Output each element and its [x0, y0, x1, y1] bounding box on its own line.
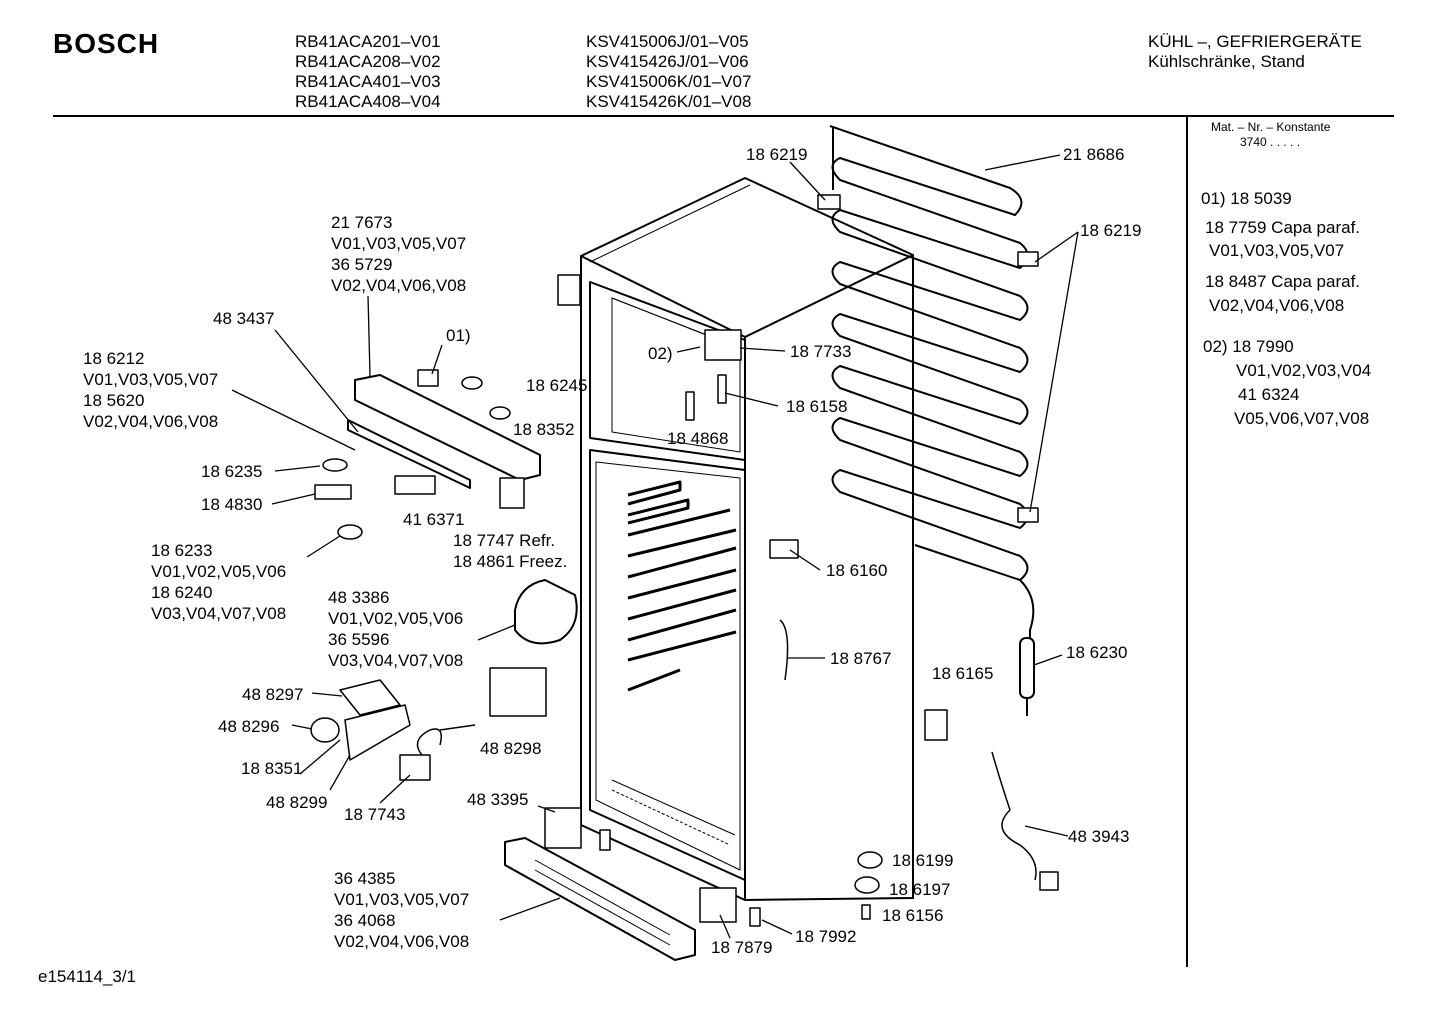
part-label: 18 7743	[344, 805, 406, 824]
note: V05,V06,V07,V08	[1234, 409, 1370, 428]
part-label: 18 7992	[795, 927, 857, 946]
part-label: 18 7747 Refr.	[453, 531, 556, 550]
note: V01,V02,V03,V04	[1236, 361, 1372, 380]
part-label: 18 6230	[1066, 643, 1128, 662]
part-label: 18 8767	[830, 649, 892, 668]
part-label: 48 3395	[467, 790, 529, 809]
part-label: 21 8686	[1063, 145, 1125, 164]
part-label: V02,V04,V06,V08	[83, 412, 219, 431]
bottom-plinth	[504, 837, 696, 961]
part-label: V01,V03,V05,V07	[334, 890, 470, 909]
note: 02) 18 7990	[1203, 337, 1294, 356]
part-label: 18 6165	[932, 664, 994, 683]
part-label: 48 8299	[266, 793, 328, 812]
part-label: 18 8352	[513, 420, 575, 439]
note: V02,V04,V06,V08	[1209, 296, 1345, 315]
subcategory: Kühlschränke, Stand	[1148, 52, 1305, 71]
control-panel-bar	[347, 374, 541, 489]
part-label: 18 5620	[83, 391, 145, 410]
part-label: 18 7879	[711, 938, 773, 957]
part-label: 36 4385	[334, 869, 396, 888]
note: 01) 18 5039	[1201, 189, 1292, 208]
part-label: 36 4068	[334, 911, 396, 930]
small-parts	[310, 369, 883, 927]
category: KÜHL –, GEFRIERGERÄTE	[1148, 32, 1362, 51]
part-label: 48 3943	[1068, 827, 1130, 846]
model-list-1: RB41ACA201–V01 RB41ACA208–V02 RB41ACA401…	[295, 32, 441, 112]
part-label: V02,V04,V06,V08	[334, 932, 470, 951]
part-label: 18 7733	[790, 342, 852, 361]
part-label: V02,V04,V06,V08	[331, 276, 467, 295]
part-label: 18 6245	[526, 376, 588, 395]
category-title: KÜHL –, GEFRIERGERÄTE Kühlschränke, Stan…	[1148, 32, 1362, 72]
part-label: 18 4868	[667, 429, 729, 448]
part-label: 36 5596	[328, 630, 390, 649]
part-label: 18 6219	[1080, 221, 1142, 240]
part-label: 01)	[446, 326, 471, 345]
model-code: KSV415006J/01–V05	[586, 32, 749, 51]
part-label: 18 8351	[241, 759, 303, 778]
part-label: V01,V02,V05,V06	[151, 562, 287, 581]
part-label: 18 6158	[786, 397, 848, 416]
model-code: RB41ACA401–V03	[295, 72, 441, 91]
sidebar-divider	[1186, 117, 1188, 967]
mat-value: 3740 . . . . .	[1240, 135, 1301, 149]
hinges	[544, 194, 1039, 923]
drawing-code: e154114_3/1	[38, 967, 137, 986]
note: V01,V03,V05,V07	[1209, 241, 1345, 260]
part-label: 41 6371	[403, 510, 465, 529]
part-label: 21 7673	[331, 213, 393, 232]
header-rule	[53, 115, 1394, 117]
part-label: V01,V03,V05,V07	[83, 370, 219, 389]
note: 18 7759 Capa paraf.	[1205, 218, 1361, 237]
part-label: V03,V04,V07,V08	[151, 604, 287, 623]
model-code: KSV415426J/01–V06	[586, 52, 749, 71]
part-label: V03,V04,V07,V08	[328, 651, 464, 670]
fan-housing	[514, 579, 578, 645]
model-code: RB41ACA208–V02	[295, 52, 441, 71]
part-label: 18 6212	[83, 349, 145, 368]
model-code: RB41ACA201–V01	[295, 32, 441, 51]
power-cord	[991, 751, 1059, 891]
leader-lines	[231, 154, 1079, 939]
part-label: 18 4830	[201, 495, 263, 514]
part-label: 18 6160	[826, 561, 888, 580]
part-label: 48 8297	[242, 685, 304, 704]
part-label: 48 3437	[213, 309, 275, 328]
part-label: 48 3386	[328, 588, 390, 607]
model-code: KSV415006K/01–V07	[586, 72, 752, 91]
part-label: 18 6235	[201, 462, 263, 481]
part-label: V01,V02,V05,V06	[328, 609, 464, 628]
part-label: V01,V03,V05,V07	[331, 234, 467, 253]
part-label: 18 6199	[892, 851, 954, 870]
mat-title: Mat. – Nr. – Konstante	[1211, 120, 1331, 134]
part-label: 02)	[648, 344, 673, 363]
part-label: 48 8296	[218, 717, 280, 736]
fridge-cabinet	[580, 177, 914, 901]
part-label: 36 5729	[331, 255, 393, 274]
shelf-rails	[627, 480, 737, 692]
model-code: KSV415426K/01–V08	[586, 92, 752, 111]
part-label: 18 6156	[882, 906, 944, 925]
model-code: RB41ACA408–V04	[295, 92, 441, 111]
part-label: 18 6197	[889, 880, 951, 899]
note: 41 6324	[1238, 385, 1300, 404]
part-label: 18 6233	[151, 541, 213, 560]
part-label: 18 6219	[746, 145, 808, 164]
brand-logo: BOSCH	[53, 28, 160, 59]
model-list-2: KSV415006J/01–V05 KSV415426J/01–V06 KSV4…	[586, 32, 751, 112]
note: 18 8487 Capa paraf.	[1205, 272, 1361, 291]
part-label: 48 8298	[480, 739, 542, 758]
part-label: 18 6240	[151, 583, 213, 602]
part-label: 18 4861 Freez.	[453, 552, 568, 571]
dryer-tube	[1019, 637, 1035, 716]
